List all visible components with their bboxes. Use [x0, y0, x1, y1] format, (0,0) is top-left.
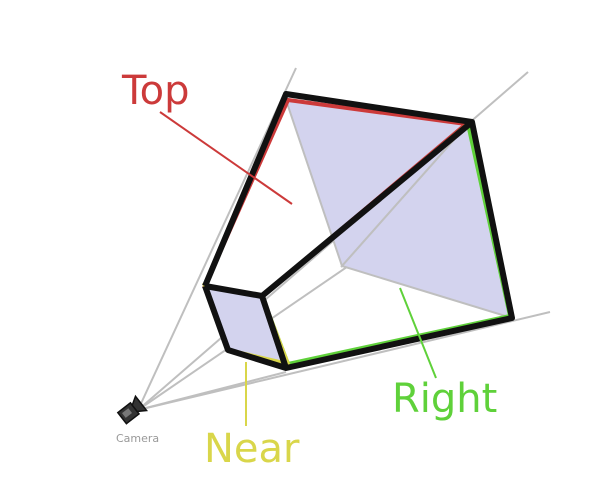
camera-label: Camera: [116, 432, 159, 445]
top-label: Top: [121, 68, 190, 114]
right-leader-line: [399, 287, 437, 379]
near-label: Near: [204, 426, 300, 472]
right-label: Right: [392, 376, 497, 422]
outline-near-top: [204, 283, 263, 299]
camera-icon: [116, 394, 148, 425]
outline-top-edge: [260, 119, 474, 299]
near-plane-fill: [205, 286, 286, 364]
ray-bottom-right: [137, 311, 551, 411]
ray-bottom-left: [137, 371, 287, 411]
outline-outer: [202, 91, 515, 371]
frustum-outline: [202, 91, 515, 371]
top-leader-line: [159, 111, 293, 205]
outline-near-right: [259, 295, 289, 369]
